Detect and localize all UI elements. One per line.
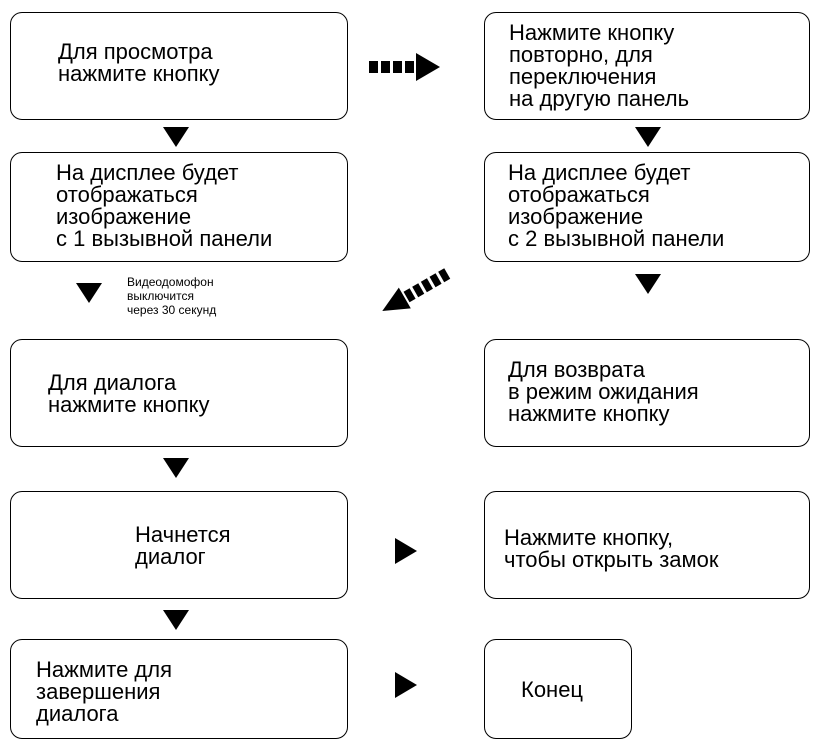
down-arrow (163, 458, 189, 478)
step-dialog-start-label: Начнется диалог (135, 522, 231, 569)
step-dialog-start-box (10, 491, 348, 599)
step-switch-label: Нажмите кнопку повторно, для переключени… (509, 20, 690, 111)
step-view-label: Для просмотра нажмите кнопку (58, 39, 220, 86)
step-end-label: Конец (521, 677, 584, 702)
right-arrow (395, 538, 417, 564)
step-panel2-box (484, 152, 810, 262)
step-panel2-label: На дисплее будет отображаться изображени… (508, 160, 725, 251)
step-switch-box (484, 12, 810, 120)
down-arrow (163, 610, 189, 630)
timeout-note: Видеодомофон выключится через 30 секунд (127, 275, 217, 317)
step-panel1-box (10, 152, 348, 262)
down-arrow (635, 127, 661, 147)
step-standby-box (484, 339, 810, 447)
step-end-box (484, 639, 632, 739)
step-end-dialog-box (10, 639, 348, 739)
step-dialog-label: Для диалога нажмите кнопку (48, 370, 210, 417)
down-arrow (635, 274, 661, 294)
step-standby-label: Для возврата в режим ожидания нажмите кн… (508, 357, 699, 426)
step-end-dialog-label: Нажмите для завершения диалога (36, 657, 173, 726)
down-arrow (76, 283, 102, 303)
step-unlock-label: Нажмите кнопку, чтобы открыть замок (504, 525, 719, 572)
down-arrow (163, 127, 189, 147)
step-panel1-label: На дисплее будет отображаться изображени… (56, 160, 273, 251)
dotted-diagonal-arrow (382, 268, 451, 311)
step-unlock-box (484, 491, 810, 599)
dotted-right-arrow (369, 53, 440, 81)
right-arrow (395, 672, 417, 698)
step-view-box (10, 12, 348, 120)
step-dialog-box (10, 339, 348, 447)
